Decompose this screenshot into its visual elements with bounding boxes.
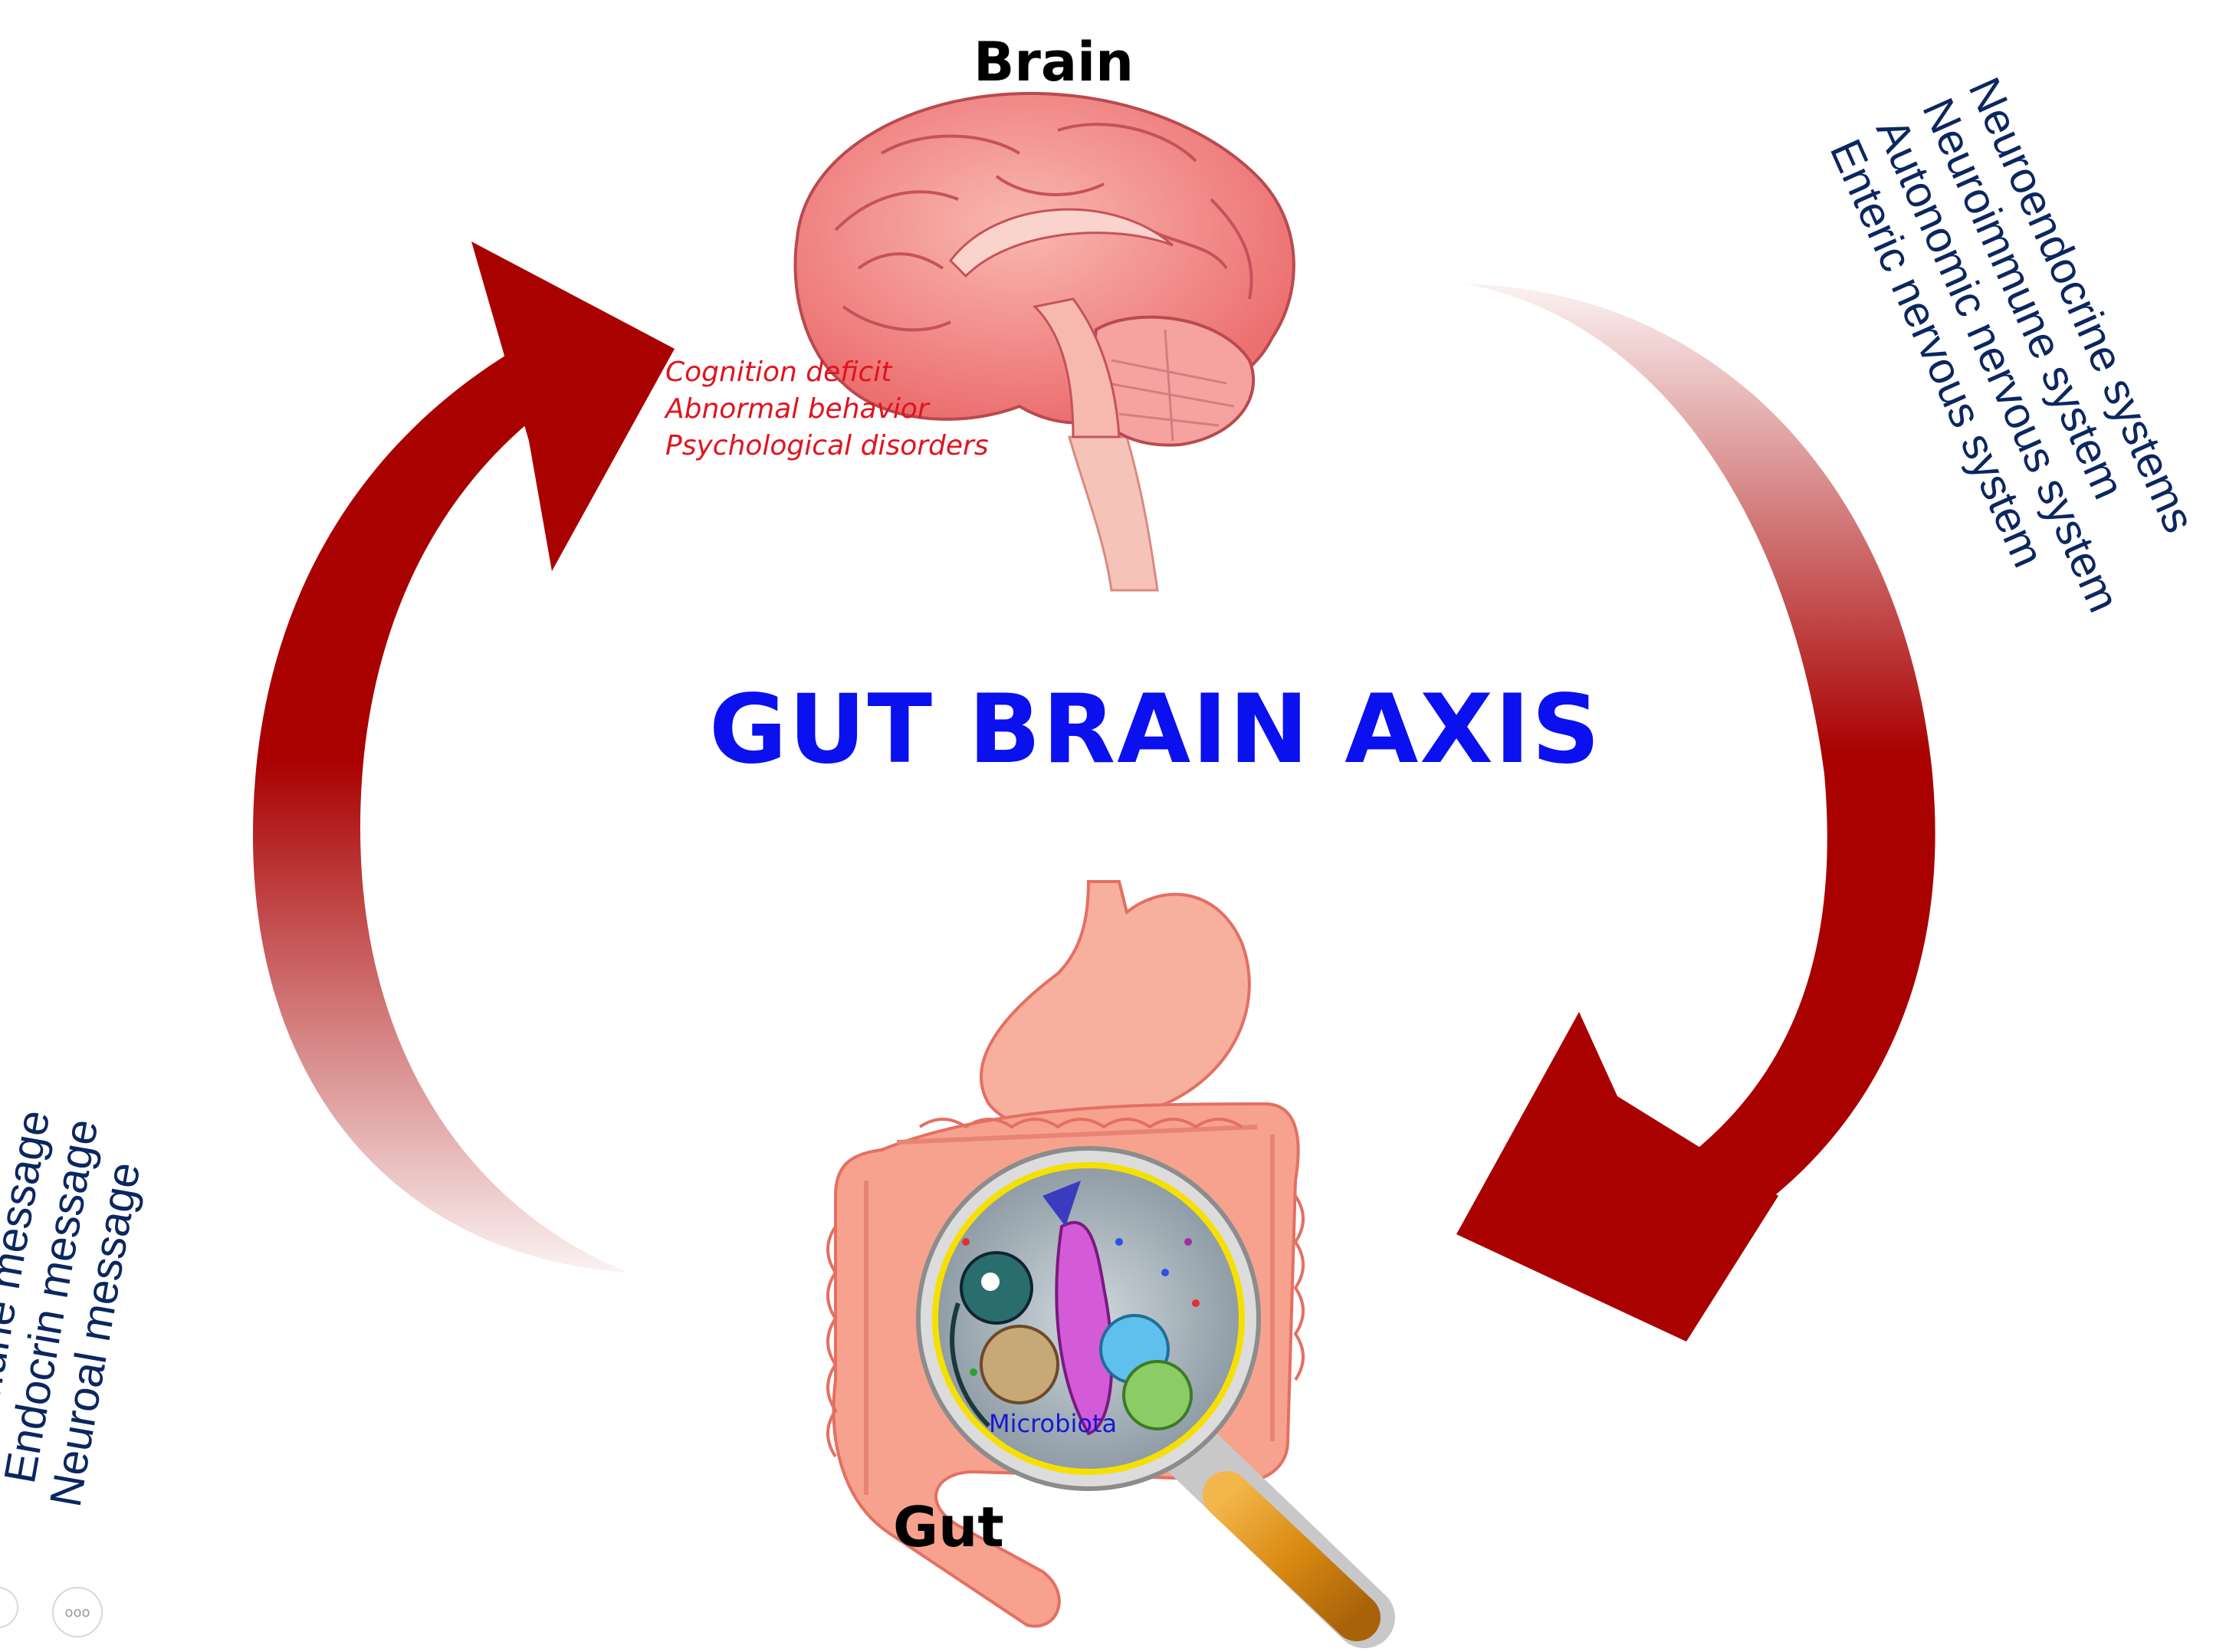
gut-label: Gut xyxy=(893,1495,1004,1559)
brain-effects-list: Cognition deficit Abnormal behavior Psyc… xyxy=(665,354,989,465)
brain-label: Brain xyxy=(973,31,1134,94)
left-arrow-up xyxy=(253,241,675,1273)
effect-abnormal-behavior: Abnormal behavior xyxy=(665,393,929,425)
right-arrow-down xyxy=(1456,284,1935,1342)
nav-more-button[interactable]: ooo xyxy=(52,1587,103,1637)
diagram-title: GUT BRAIN AXIS xyxy=(709,675,1602,785)
microbiota-label: Microbiota xyxy=(989,1409,1118,1438)
bacteria-icon xyxy=(950,1181,1200,1436)
effect-psychological-disorders: Psychological disorders xyxy=(665,430,989,461)
brain-illustration xyxy=(793,91,1295,592)
effect-cognition-deficit: Cognition deficit xyxy=(665,356,892,388)
